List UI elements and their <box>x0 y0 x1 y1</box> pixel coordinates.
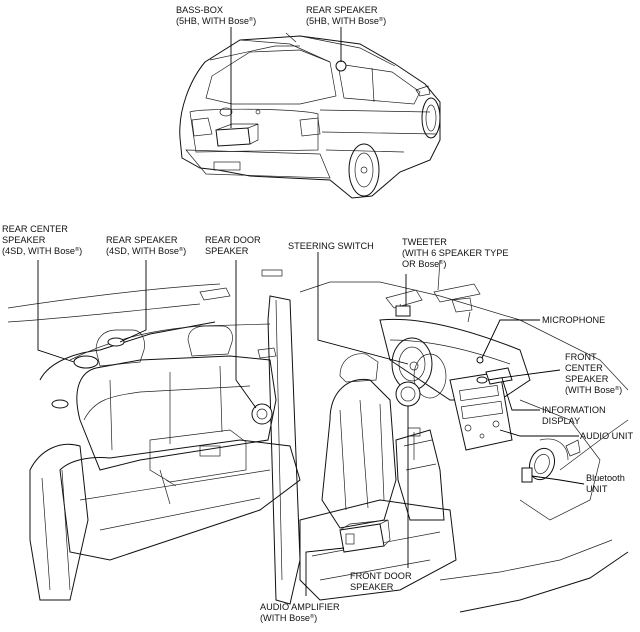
leader-lines <box>37 27 585 596</box>
information-display-component <box>485 367 513 385</box>
tweeter-component <box>395 305 411 317</box>
rear-door-speaker-line1: REAR DOOR <box>205 235 261 245</box>
information-display-line1: INFORMATION <box>542 405 606 415</box>
front-center-speaker-component <box>476 376 488 384</box>
audio-amplifier-component <box>339 519 391 553</box>
hatchback-exterior-drawing <box>179 32 441 199</box>
label-information-display: INFORMATION DISPLAY <box>542 405 606 426</box>
rear-speaker-5hb-line2: (5HB, WITH Bose®) <box>306 16 386 26</box>
audio-amplifier-line2: (WITH Bose®) <box>260 613 317 623</box>
label-rear-center-speaker: REAR CENTER SPEAKER (4SD, WITH Bose®) <box>2 224 82 256</box>
tweeter-line3: OR Bose®) <box>402 259 446 269</box>
steering-switch-line1: STEERING SWITCH <box>288 241 374 251</box>
label-bluetooth-unit: Bluetooth UNIT <box>586 473 625 494</box>
label-bass-box: BASS-BOX (5HB, WITH Bose®) <box>176 5 256 26</box>
label-front-center-speaker: FRONT CENTER SPEAKER (WITH Bose®) <box>565 352 622 395</box>
label-rear-speaker-4sd: REAR SPEAKER (4SD, WITH Bose®) <box>106 235 186 256</box>
rear-door-speaker-line2: SPEAKER <box>205 246 249 256</box>
tweeter-line1: TWEETER <box>402 237 447 247</box>
label-audio-unit: AUDIO UNIT <box>580 431 633 441</box>
bluetooth-unit-component <box>521 439 581 483</box>
audio-unit-line1: AUDIO UNIT <box>580 431 633 441</box>
rear-speaker-5hb-component <box>335 60 347 72</box>
rear-speaker-4sd-line1: REAR SPEAKER <box>106 235 178 245</box>
microphone-component <box>476 356 484 364</box>
label-rear-door-speaker: REAR DOOR SPEAKER <box>205 235 261 256</box>
front-center-speaker-line4: (WITH Bose®) <box>565 385 622 395</box>
information-display-line2: DISPLAY <box>542 416 580 426</box>
label-steering-switch: STEERING SWITCH <box>288 241 374 251</box>
bass-box-line1: BASS-BOX <box>176 5 223 15</box>
label-microphone: MICROPHONE <box>542 315 605 325</box>
rear-center-speaker-line3: (4SD, WITH Bose®) <box>2 246 82 256</box>
tweeter-line2: (WITH 6 SPEAKER TYPE <box>402 248 509 258</box>
rear-door-speaker-component <box>251 403 273 425</box>
bluetooth-unit-line2: UNIT <box>586 484 608 494</box>
audio-amplifier-line1: AUDIO AMPLIFIER <box>260 602 340 612</box>
label-tweeter: TWEETER (WITH 6 SPEAKER TYPE OR Bose®) <box>402 237 509 269</box>
steering-wheel-drawing <box>391 337 447 399</box>
rear-center-speaker-component <box>73 355 99 369</box>
label-audio-amplifier: AUDIO AMPLIFIER (WITH Bose®) <box>260 602 340 623</box>
audio-unit-component <box>449 371 513 451</box>
rear-speaker-4sd-component <box>107 337 125 347</box>
rear-center-speaker-line2: SPEAKER <box>2 235 46 245</box>
label-rear-speaker-5hb: REAR SPEAKER (5HB, WITH Bose®) <box>306 5 386 26</box>
microphone-line1: MICROPHONE <box>542 315 605 325</box>
bluetooth-unit-line1: Bluetooth <box>586 473 625 483</box>
front-center-speaker-line2: CENTER <box>565 363 603 373</box>
front-door-speaker-line1: FRONT DOOR <box>350 571 412 581</box>
rear-speaker-4sd-line2: (4SD, WITH Bose®) <box>106 246 186 256</box>
front-center-speaker-line3: SPEAKER <box>565 374 609 384</box>
bass-box-component <box>215 107 261 147</box>
front-center-speaker-line1: FRONT <box>565 352 597 362</box>
front-door-speaker-component <box>395 381 421 407</box>
rear-speaker-5hb-line1: REAR SPEAKER <box>306 5 378 15</box>
front-door-speaker-line2: SPEAKER <box>350 582 394 592</box>
rear-center-speaker-line1: REAR CENTER <box>2 224 68 234</box>
bass-box-line2: (5HB, WITH Bose®) <box>176 16 256 26</box>
label-front-door-speaker: FRONT DOOR SPEAKER <box>350 571 412 592</box>
